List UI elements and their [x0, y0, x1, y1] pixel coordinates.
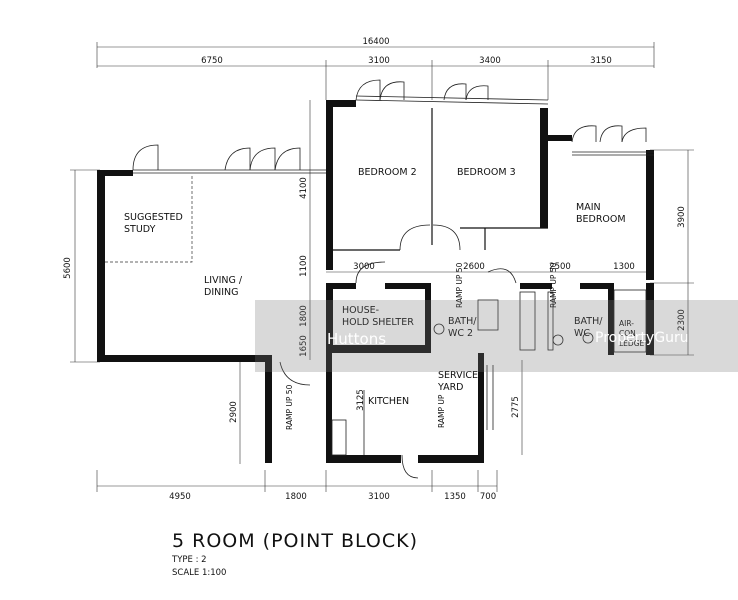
- dim-top-4: 3150: [590, 56, 612, 66]
- ramp-entrance: RAMP UP 50: [285, 384, 294, 430]
- watermark: Huttons PropertyGuru: [255, 300, 738, 372]
- plan-scale: SCALE 1:100: [172, 568, 226, 578]
- watermark-right: PropertyGuru: [595, 330, 689, 346]
- dim-inner-h2: 2600: [463, 262, 485, 272]
- dim-right-upper: 3900: [677, 206, 687, 228]
- watermark-left: Huttons: [327, 330, 386, 348]
- dim-bottom-5: 700: [480, 492, 496, 502]
- main-bedroom-label-2: BEDROOM: [576, 214, 626, 225]
- dimension-labels: 16400 6750 3100 3400 3150 4950 1800 3100…: [63, 37, 687, 502]
- doors: [132, 79, 647, 479]
- bedroom-2-label: BEDROOM 2: [358, 167, 417, 178]
- dim-bottom-1: 4950: [169, 492, 191, 502]
- ramp-bath1: RAMP UP 50: [549, 262, 558, 308]
- dim-inner-v1: 4100: [299, 177, 309, 199]
- bath1-label-2: WC: [574, 328, 590, 339]
- aircon-label-3: LEDGE: [619, 339, 645, 348]
- dim-inner-v3: 1800: [299, 305, 309, 327]
- service-yard-label-1: SERVICE: [438, 370, 478, 381]
- dimension-lines: [70, 42, 694, 492]
- kitchen-label: KITCHEN: [368, 396, 409, 407]
- dim-inner-h4: 1300: [613, 262, 635, 272]
- living-label-2: DINING: [204, 287, 239, 298]
- aircon-label-2: CON: [619, 329, 636, 338]
- main-bedroom-label-1: MAIN: [576, 202, 601, 213]
- ramp-labels: RAMP UP 50 RAMP UP 50 RAMP UP 50 RAMP UP: [285, 262, 558, 430]
- study-label-1: SUGGESTED: [124, 212, 183, 223]
- bath1-label-1: BATH/: [574, 316, 603, 327]
- walls: [97, 100, 654, 463]
- dim-inner-v5: 2900: [229, 401, 239, 423]
- aircon-label-1: AIR-: [619, 319, 634, 328]
- dim-right-lower: 2300: [677, 309, 687, 331]
- fixtures: [105, 95, 654, 456]
- shelter-label-1: HOUSE-: [342, 305, 379, 316]
- living-label-1: LIVING /: [204, 275, 243, 286]
- dim-inner-v2: 1100: [299, 255, 309, 277]
- dim-inner-v7: 2775: [511, 396, 521, 418]
- shelter-label-2: HOLD SHELTER: [342, 317, 414, 328]
- dim-overall: 16400: [362, 37, 389, 47]
- bath2-label-1: BATH/: [448, 316, 477, 327]
- bath2-label-2: WC 2: [448, 328, 473, 339]
- dim-bottom-2: 1800: [285, 492, 307, 502]
- dim-inner-v4: 1650: [299, 335, 309, 357]
- ramp-service-yard: RAMP UP: [437, 394, 446, 428]
- title-block: 5 ROOM (POINT BLOCK) TYPE : 2 SCALE 1:10…: [171, 530, 418, 578]
- dim-inner-h3: 2500: [549, 262, 571, 272]
- plan-type: TYPE : 2: [171, 555, 207, 565]
- dim-bottom-3: 3100: [368, 492, 390, 502]
- room-labels: BEDROOM 2 BEDROOM 3 MAIN BEDROOM SUGGEST…: [124, 167, 645, 407]
- study-label-2: STUDY: [124, 224, 156, 235]
- bedroom-3-label: BEDROOM 3: [457, 167, 516, 178]
- dim-inner-v6: 3125: [356, 389, 366, 411]
- service-yard-label-2: YARD: [437, 382, 463, 393]
- dim-left: 5600: [63, 257, 73, 279]
- dim-top-3: 3400: [479, 56, 501, 66]
- plan-title: 5 ROOM (POINT BLOCK): [172, 530, 418, 552]
- dim-top-2: 3100: [368, 56, 390, 66]
- dim-bottom-4: 1350: [444, 492, 466, 502]
- dim-top-1: 6750: [201, 56, 223, 66]
- ramp-bath2: RAMP UP 50: [455, 262, 464, 308]
